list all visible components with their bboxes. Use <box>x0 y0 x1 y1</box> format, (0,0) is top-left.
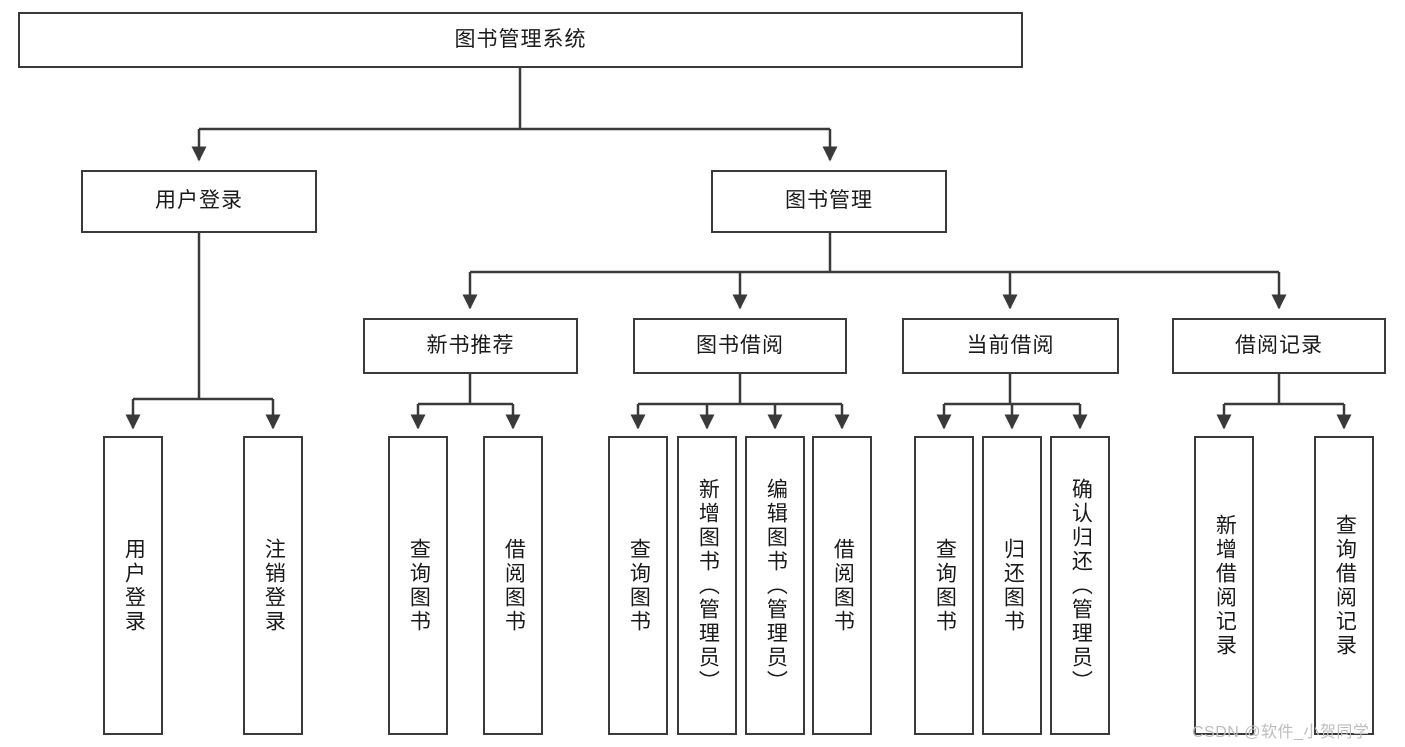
node-label: 新增借阅记录 <box>1213 513 1237 658</box>
node-label: 新增图书（管理员） <box>696 477 720 694</box>
node-leaf-borrow-book-2[interactable]: 借阅图书 <box>812 436 872 735</box>
node-label: 用户登录 <box>155 189 243 213</box>
node-label: 查询图书 <box>933 537 957 634</box>
node-label: 查询图书 <box>407 537 431 634</box>
node-leaf-query-record[interactable]: 查询借阅记录 <box>1314 436 1374 735</box>
watermark: CSDN @软件_小贺同学 <box>1192 724 1370 741</box>
node-label: 借阅图书 <box>502 537 526 634</box>
node-current_borrow[interactable]: 当前借阅 <box>902 318 1119 374</box>
node-book_borrow[interactable]: 图书借阅 <box>633 318 847 374</box>
node-leaf-user-login[interactable]: 用户登录 <box>103 436 163 735</box>
node-label: 查询借阅记录 <box>1333 513 1357 658</box>
node-leaf-logout[interactable]: 注销登录 <box>243 436 303 735</box>
node-leaf-add-book[interactable]: 新增图书（管理员） <box>677 436 737 735</box>
node-label: 借阅记录 <box>1235 333 1323 357</box>
node-label: 借阅图书 <box>831 537 855 634</box>
node-leaf-add-record[interactable]: 新增借阅记录 <box>1194 436 1254 735</box>
node-leaf-return-book[interactable]: 归还图书 <box>982 436 1042 735</box>
node-label: 确认归还（管理员） <box>1069 477 1093 694</box>
node-book_manage[interactable]: 图书管理 <box>711 170 947 233</box>
node-leaf-query-book-1[interactable]: 查询图书 <box>388 436 448 735</box>
node-label: 图书管理 <box>785 189 873 213</box>
node-label: 当前借阅 <box>966 333 1055 357</box>
node-leaf-query-book-2[interactable]: 查询图书 <box>608 436 668 735</box>
node-leaf-edit-book[interactable]: 编辑图书（管理员） <box>745 436 805 735</box>
node-label: 归还图书 <box>1001 537 1025 634</box>
node-label: 用户登录 <box>122 537 146 634</box>
node-borrow_record[interactable]: 借阅记录 <box>1172 318 1386 374</box>
node-leaf-confirm-return[interactable]: 确认归还（管理员） <box>1050 436 1110 735</box>
node-leaf-borrow-book-1[interactable]: 借阅图书 <box>483 436 543 735</box>
node-label: 查询图书 <box>627 537 651 634</box>
node-root-title[interactable]: 图书管理系统 <box>18 12 1023 68</box>
node-label: 编辑图书（管理员） <box>764 477 788 694</box>
node-leaf-query-book-3[interactable]: 查询图书 <box>914 436 974 735</box>
node-label: 图书管理系统 <box>454 27 587 51</box>
node-new_book_rec[interactable]: 新书推荐 <box>363 318 578 374</box>
node-label: 新书推荐 <box>426 333 515 357</box>
node-user_login[interactable]: 用户登录 <box>81 170 317 233</box>
node-label: 注销登录 <box>262 537 286 634</box>
node-label: 图书借阅 <box>696 333 784 357</box>
